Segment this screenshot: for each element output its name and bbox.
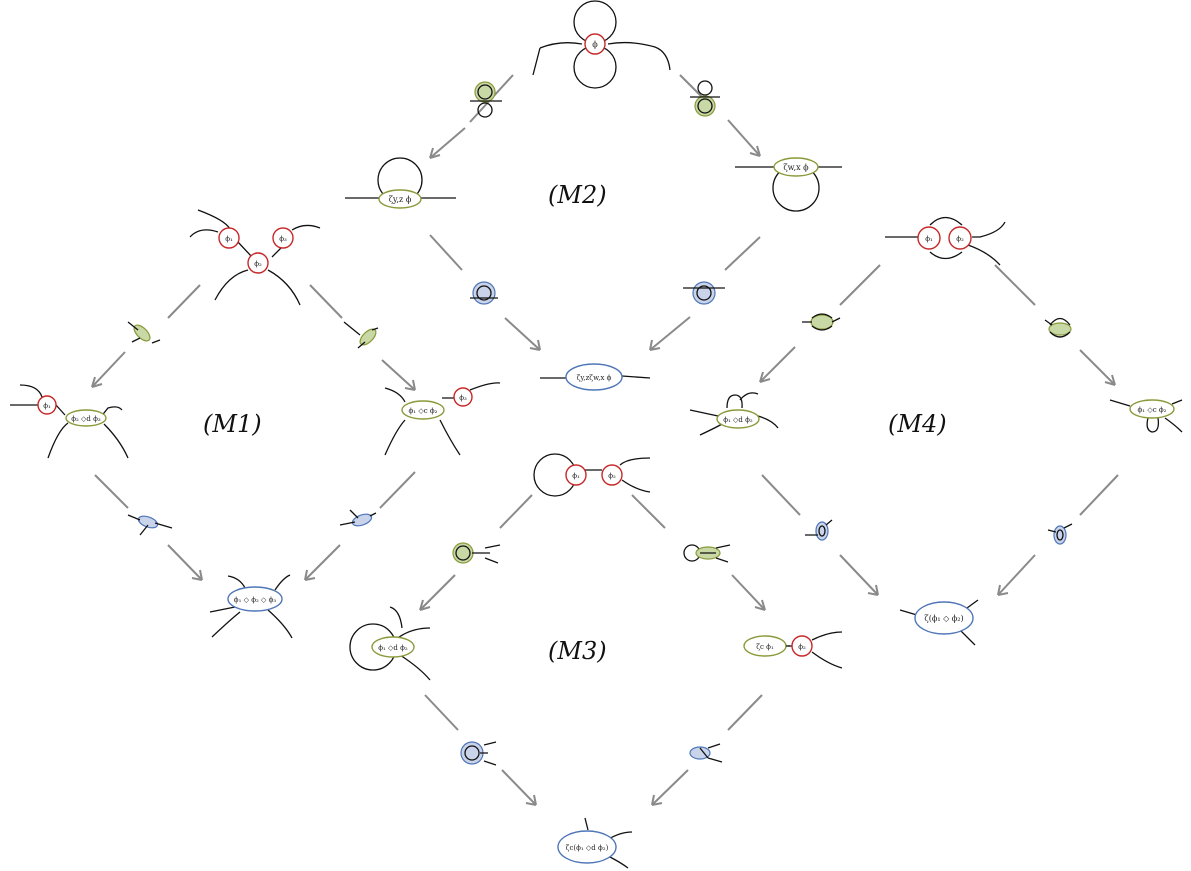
arrow-m4-bl2 [839,554,879,596]
contraction-icon-m2-right [690,80,720,117]
svg-text:ζy,zζw,x ϕ: ζy,zζw,x ϕ [577,374,612,382]
svg-text:ζw,x ϕ: ζw,x ϕ [783,163,809,172]
region-label-m1: (M1) [203,410,262,438]
graph-m3-right: ζc ϕ₁ ϕ₂ [743,631,843,669]
contraction-icon-m4-left [802,313,841,331]
arrows [91,74,1119,806]
arrow-m2-bl [429,234,463,271]
svg-text:ϕ₂: ϕ₂ [798,643,806,651]
svg-text:ϕ₂ ◇d ϕ₃: ϕ₂ ◇d ϕ₃ [71,415,101,423]
svg-text:ϕ₁: ϕ₁ [572,472,580,480]
result-icon-m2-left [470,281,498,305]
graph-m1-left: ϕ₁ ϕ₂ ◇d ϕ₃ [10,384,129,459]
arrow-m2-tr2 [727,119,761,157]
arrow-m3-tl [499,494,533,529]
graph-m3-top: ϕ₁ ϕ₂ [533,453,651,497]
arrow-m3-br2 [651,769,689,806]
svg-text:ϕ₁ ◇ ϕ₂ ◇ ϕ₃: ϕ₁ ◇ ϕ₂ ◇ ϕ₃ [234,596,277,604]
arrow-m3-br [727,694,763,731]
arrow-m4-tr2 [1079,349,1116,386]
graph-m4-right: ϕ₁ ◇c ϕ₂ [1109,399,1183,433]
svg-text:ϕ: ϕ [592,40,598,49]
arrow-m4-br [1079,474,1119,516]
region-label-m3: (M3) [548,637,607,665]
arrow-m1-tr2 [381,359,416,391]
result-icon-m1-left [127,514,173,536]
arrow-m2-tl2 [429,127,466,159]
graph-m2-bottom: ζy,zζw,x ϕ [540,363,651,391]
arrow-m3-bl2 [501,769,537,806]
contraction-icon-m1-left [127,321,161,344]
svg-text:ζc ϕ₁: ζc ϕ₁ [756,643,774,651]
graph-m1-bottom: ϕ₁ ◇ ϕ₂ ◇ ϕ₃ [209,574,293,639]
graph-m3-bottom: ζc(ϕ₁ ◇d ϕ₂) [557,817,633,869]
arrow-m3-tl2 [419,574,456,611]
graph-m4-top: ϕ₁ ϕ₂ [885,216,1006,266]
arrowheads [91,145,1116,806]
contraction-icon-m3-right [683,544,731,563]
region-label-m2: (M2) [548,181,607,209]
contraction-icon-m3-left [452,542,501,564]
graph-m1-right: ϕ₁ ◇c ϕ₂ ϕ₃ [384,382,501,456]
arrow-m1-tl [167,284,201,319]
svg-text:ζc(ϕ₁ ◇d ϕ₂): ζc(ϕ₁ ◇d ϕ₂) [566,844,609,852]
svg-text:ϕ₁ ◇d ϕ₂: ϕ₁ ◇d ϕ₂ [723,416,753,424]
arrow-m4-bl [761,474,801,516]
graph-m1-top: ϕ₁ ϕ₃ ϕ₂ [189,209,321,306]
contraction-icon-m4-right [1044,317,1072,338]
arrow-m3-bl [424,694,459,731]
svg-text:ϕ₁ ◇c ϕ₂: ϕ₁ ◇c ϕ₂ [409,407,438,415]
arrow-m1-bl2 [167,544,203,581]
arrow-m3-tr2 [731,574,766,611]
result-icon-m1-right [339,509,377,527]
graph-m2-top: ϕ [532,0,671,89]
graph-m2-left: ζy,z ϕ [345,157,456,209]
arrow-m4-tl [839,264,881,306]
arrow-m2-br [724,236,761,271]
graph-m3-left: ϕ₁ ◇d ϕ₂ [349,606,431,681]
arrow-m4-tr [994,264,1036,306]
svg-text:ϕ₁ ◇c ϕ₂: ϕ₁ ◇c ϕ₂ [1138,406,1167,414]
contraction-icon-m2-left [470,81,502,118]
arrow-m2-br2 [649,316,691,351]
result-icon-m4-left [805,519,833,541]
result-icon-m4-right [1047,523,1073,545]
graph-m4-left: ϕ₁ ◇d ϕ₂ [689,392,779,436]
svg-text:ζ(ϕ₁ ◇ ϕ₂): ζ(ϕ₁ ◇ ϕ₂) [924,614,963,623]
arrow-m2-tr [679,74,706,101]
arrow-m1-br2 [304,544,341,581]
arrow-m1-bl [94,474,129,509]
svg-text:ϕ₂: ϕ₂ [608,472,616,480]
result-icon-m3-right [689,743,723,763]
contraction-icon-m1-right [343,321,379,349]
graph-m4-bottom: ζ(ϕ₁ ◇ ϕ₂) [899,599,979,646]
svg-text:ϕ₁: ϕ₁ [225,235,233,243]
svg-text:ϕ₃: ϕ₃ [459,394,467,402]
graph-m2-right: ζw,x ϕ [735,157,842,212]
svg-text:ϕ₁: ϕ₁ [925,235,933,243]
svg-text:ϕ₂: ϕ₂ [956,235,964,243]
svg-text:ϕ₁ ◇d ϕ₂: ϕ₁ ◇d ϕ₂ [378,644,408,652]
result-icon-m2-right [683,281,725,305]
region-label-m4: (M4) [888,410,947,438]
arrow-m1-br [379,471,416,509]
svg-text:ζy,z ϕ: ζy,z ϕ [389,195,412,204]
arrow-m2-bl2 [504,317,541,351]
arrow-m1-tr [309,284,343,319]
arrow-m3-tr [631,494,666,529]
svg-text:ϕ₂: ϕ₂ [254,260,262,268]
arrow-m4-tl2 [759,346,796,383]
arrow-m1-tl2 [91,351,126,388]
svg-text:ϕ₃: ϕ₃ [279,235,287,243]
result-icon-m3-left [460,741,497,766]
arrow-m4-br2 [997,554,1036,596]
svg-text:ϕ₁: ϕ₁ [43,402,51,410]
